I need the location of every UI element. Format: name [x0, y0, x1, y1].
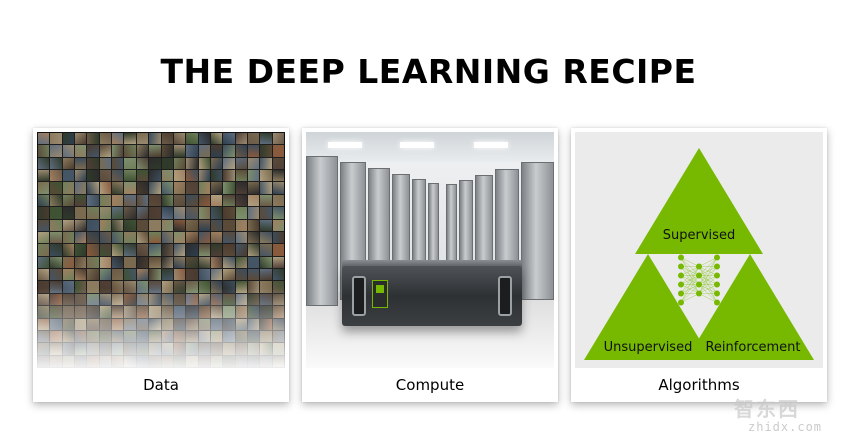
algorithms-diagram: Supervised Unsupervised Reinforcement: [575, 132, 823, 368]
network-node: [714, 272, 720, 279]
network-node: [714, 254, 720, 261]
ceiling: [306, 132, 554, 162]
reinforcement-triangle: [686, 254, 814, 360]
neural-network-icon: [678, 254, 720, 306]
network-node: [678, 254, 684, 261]
reinforcement-label: Reinforcement: [705, 340, 801, 355]
network-node: [678, 281, 684, 288]
data-image-mosaic: [37, 132, 285, 368]
network-node: [696, 263, 702, 270]
network-node: [678, 263, 684, 270]
server-appliance: [342, 266, 522, 326]
watermark-logo: 智东西: [734, 397, 800, 421]
network-node: [678, 299, 684, 306]
server-handle: [352, 276, 366, 316]
supervised-triangle: [635, 148, 763, 254]
server-rack: [521, 162, 554, 300]
triforce-diagram: [584, 148, 814, 360]
algorithms-card: Supervised Unsupervised Reinforcement Al…: [571, 128, 827, 402]
network-node: [696, 290, 702, 297]
unsupervised-label: Unsupervised: [603, 340, 693, 355]
watermark-domain: zhidx.com: [748, 420, 823, 434]
network-node: [678, 290, 684, 297]
network-node: [714, 281, 720, 288]
network-node: [696, 272, 702, 279]
compute-card: Compute: [302, 128, 558, 402]
datacenter-image: [306, 132, 554, 368]
data-caption: Data: [143, 376, 179, 394]
supervised-label: Supervised: [662, 228, 736, 243]
compute-caption: Compute: [395, 376, 465, 394]
unsupervised-triangle: [584, 254, 712, 360]
logo-badge-icon: [372, 280, 388, 308]
network-node: [714, 263, 720, 270]
network-node: [678, 272, 684, 279]
network-node: [714, 299, 720, 306]
data-card: Data: [33, 128, 289, 402]
network-node: [714, 290, 720, 297]
network-node: [696, 281, 702, 288]
slide-title: THE DEEP LEARNING RECIPE: [160, 52, 697, 91]
algorithms-caption: Algorithms: [658, 376, 740, 394]
server-rack: [306, 156, 338, 306]
server-handle: [498, 276, 512, 316]
